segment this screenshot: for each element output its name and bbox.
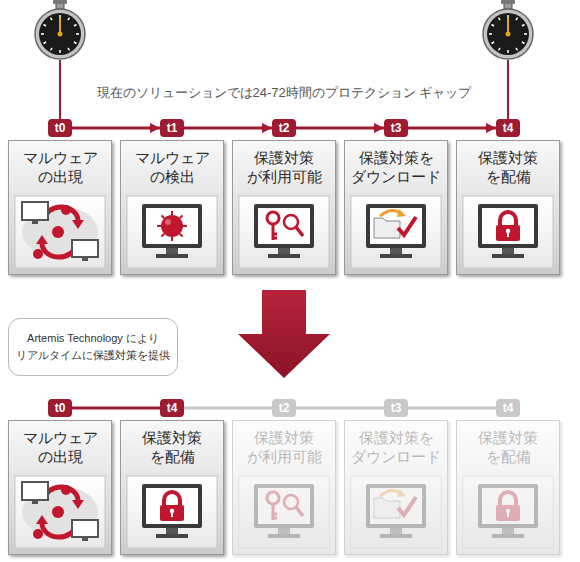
time-marker: t2: [272, 119, 296, 137]
box-heading: 保護対策を ダウンロード: [345, 148, 447, 186]
time-marker: t2: [272, 399, 296, 417]
gap-start-line: [59, 60, 61, 119]
box-heading: 保護対策を ダウンロード: [345, 428, 447, 466]
timeline-connector: [72, 407, 160, 410]
timeline-connector: [408, 127, 496, 130]
process-box: 保護対策 を配備: [120, 420, 224, 555]
time-marker: t4: [496, 399, 520, 417]
process-box: マルウェア の出現: [8, 420, 112, 555]
callout-bubble: Artemis Technology により リアルタイムに保護対策を提供: [8, 318, 178, 376]
time-marker: t0: [48, 119, 72, 137]
time-marker: t4: [160, 399, 184, 417]
process-box: 保護対策 を配備: [456, 140, 560, 275]
timeline-connector: [72, 127, 160, 130]
box-heading: マルウェア の出現: [9, 148, 111, 186]
time-marker: t1: [160, 119, 184, 137]
process-box: マルウェア の出現: [8, 140, 112, 275]
time-marker: t3: [384, 119, 408, 137]
transition-arrow: [238, 290, 330, 378]
process-box: マルウェア の検出: [120, 140, 224, 275]
marker-label: t0: [48, 399, 72, 417]
box-heading: マルウェア の出現: [9, 428, 111, 466]
marker-label: t2: [272, 399, 296, 417]
time-marker: t3: [384, 399, 408, 417]
marker-label: t3: [384, 399, 408, 417]
box-heading: マルウェア の検出: [121, 148, 223, 186]
process-box: 保護対策 が利用可能: [232, 420, 336, 555]
process-box: 保護対策を ダウンロード: [344, 140, 448, 275]
gap-end-line: [507, 60, 509, 119]
time-marker: t4: [496, 119, 520, 137]
timeline-connector: [184, 407, 272, 410]
box-heading: 保護対策 が利用可能: [233, 148, 335, 186]
marker-label: t1: [160, 119, 184, 137]
marker-label: t3: [384, 119, 408, 137]
box-heading: 保護対策 を配備: [457, 148, 559, 186]
marker-label: t4: [160, 399, 184, 417]
marker-label: t0: [48, 119, 72, 137]
timeline-connector: [408, 407, 496, 410]
marker-label: t2: [272, 119, 296, 137]
process-box: 保護対策 を配備: [456, 420, 560, 555]
time-marker: t0: [48, 399, 72, 417]
marker-label: t4: [496, 399, 520, 417]
stopwatch-icon: [483, 0, 533, 59]
timeline-connector: [296, 407, 384, 410]
marker-label: t4: [496, 119, 520, 137]
box-heading: 保護対策 を配備: [457, 428, 559, 466]
process-box: 保護対策を ダウンロード: [344, 420, 448, 555]
box-heading: 保護対策 が利用可能: [233, 428, 335, 466]
gap-label: 現在のソリューションでは24-72時間のプロテクション ギャップ: [54, 84, 514, 102]
timeline-connector: [184, 127, 272, 130]
box-heading: 保護対策 を配備: [121, 428, 223, 466]
timeline-connector: [296, 127, 384, 130]
process-box: 保護対策 が利用可能: [232, 140, 336, 275]
callout-text: Artemis Technology により リアルタイムに保護対策を提供: [13, 330, 173, 364]
stopwatch-icon: [35, 0, 85, 59]
